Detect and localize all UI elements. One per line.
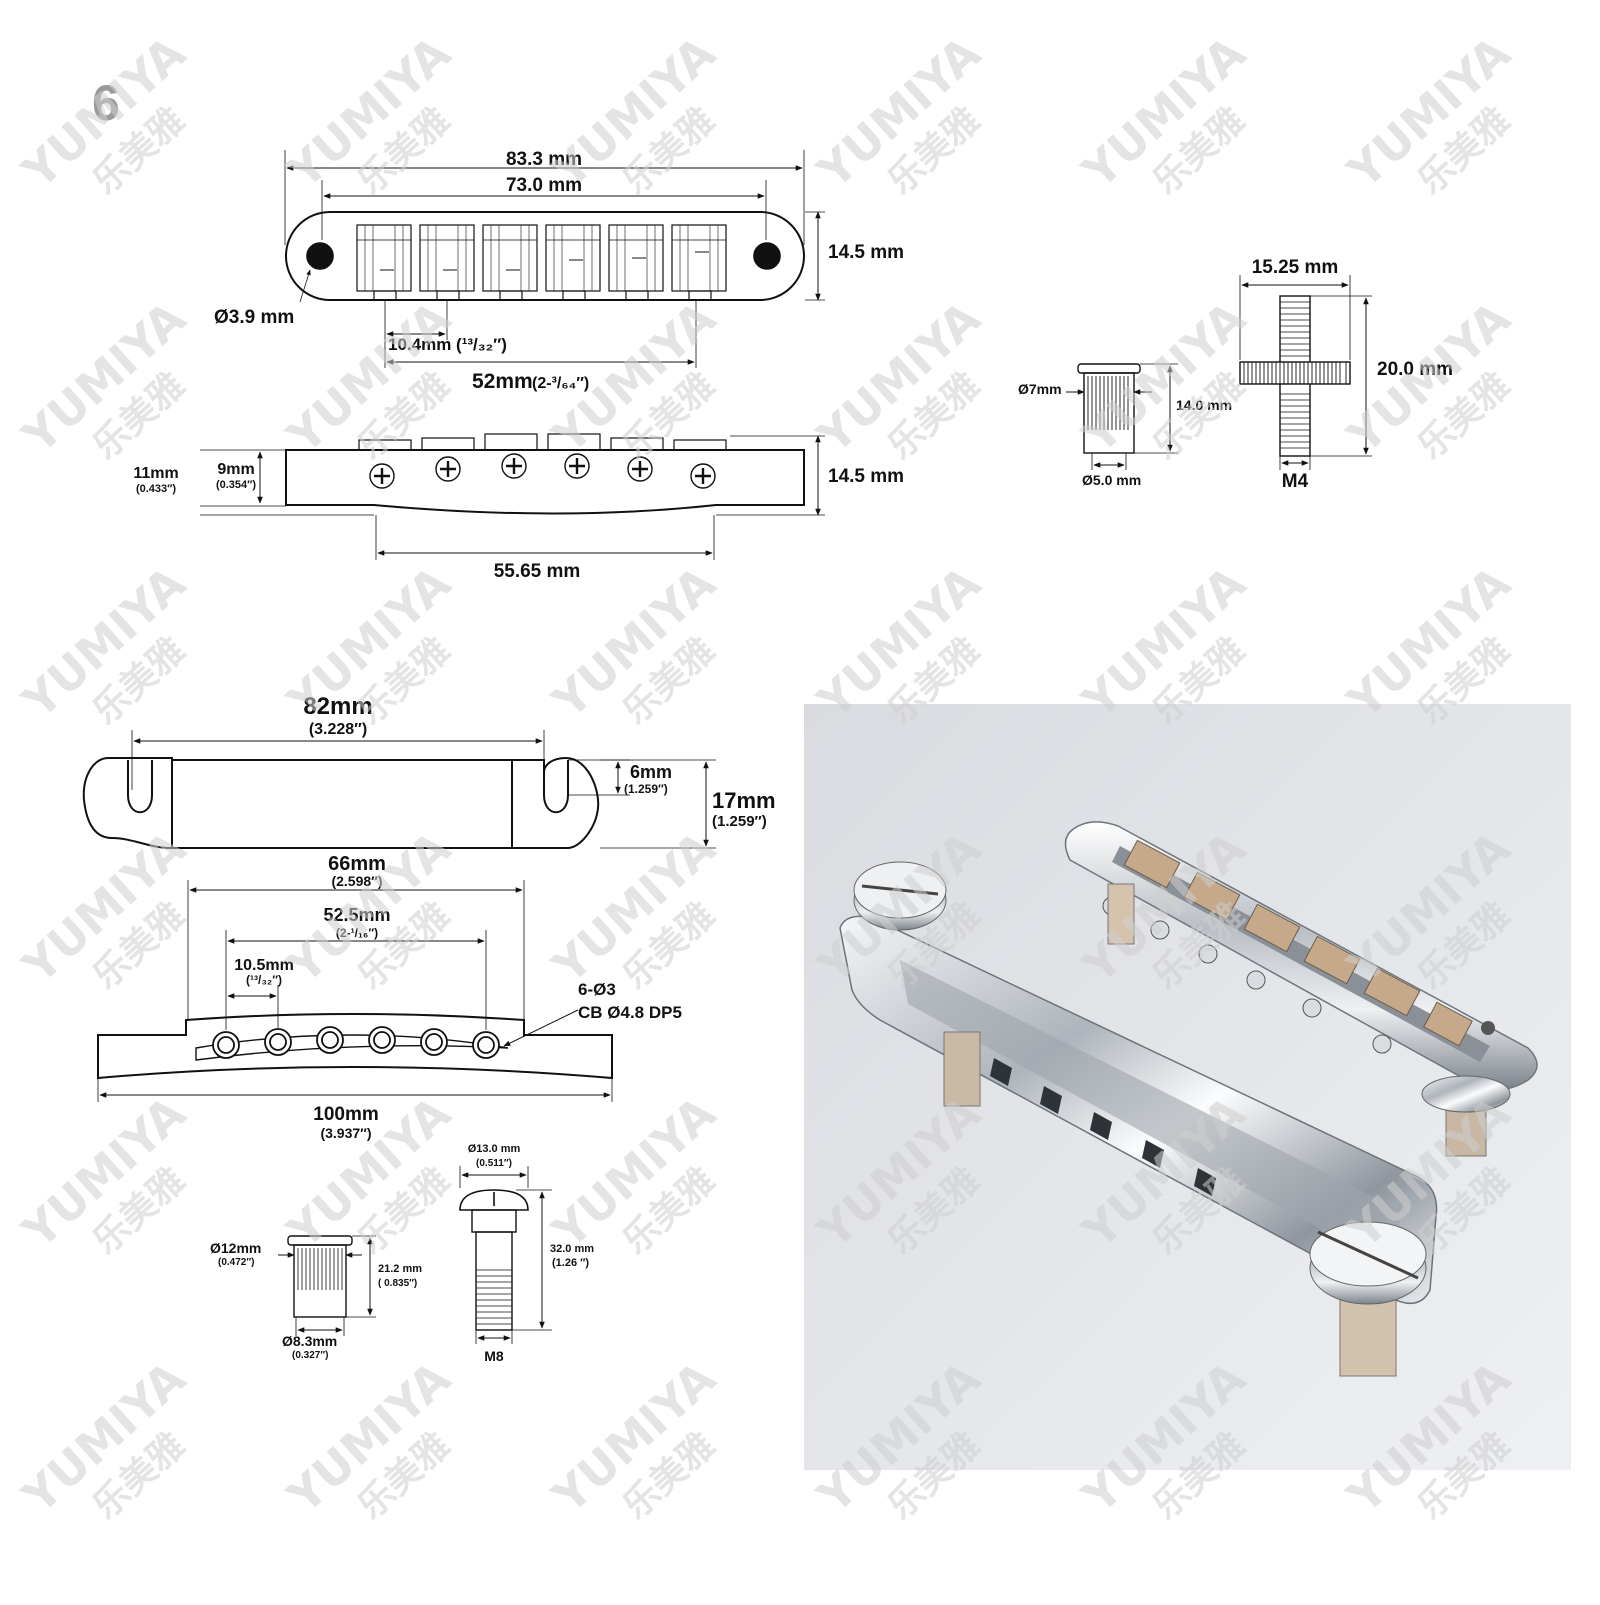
label-span1-in: (2.598″) [331,873,382,889]
label-tail-overall-mm: 100mm [313,1104,379,1125]
label-tbush-inner-in: (0.327″) [292,1350,328,1361]
label-side-inner-in: (0.354″) [216,479,256,491]
label-spacing-mm: 10.5mm [234,957,294,974]
post-hole-left [306,242,334,270]
tailpiece-bushing-drawing [278,1235,376,1336]
label-side-height-in: (0.433″) [136,483,176,495]
bridge-side-view [200,433,825,560]
label-slot-in: (1.259″) [624,782,668,796]
bridge-side-body [285,449,805,515]
photo-tailpiece [839,861,1438,1377]
label-tail-height-mm: 17mm [712,788,776,813]
tailpiece-side-view [97,880,613,1102]
label-bushing-height: 14.0 mm [1176,397,1232,413]
bridge-post-drawing [1239,275,1372,470]
label-bottom-span: 55.65 mm [494,561,581,582]
label-stud-head-in: (0.511″) [476,1158,512,1169]
badge-number: 6 [92,75,120,131]
label-post-width: 15.25 mm [1252,257,1339,278]
label-bushing-outer: Ø7mm [1018,381,1062,397]
tailpiece-outline [82,756,600,849]
label-post-thread: M4 [1282,471,1309,492]
label-tail-length-in: (3.228″) [309,721,367,738]
label-span1-mm: 66mm [328,853,386,875]
tailpiece-string-holes [212,1026,500,1059]
label-stud-length-in: (1.26 ″) [552,1257,589,1269]
post-hole-right [753,242,781,270]
bridge-body [285,211,805,301]
label-holes-line2: CB Ø4.8 DP5 [578,1003,682,1022]
label-span2-in: (2-¹/₁₆″) [336,926,378,940]
tailpiece-stud-drawing [459,1166,552,1344]
label-bushing-inner: Ø5.0 mm [1082,472,1141,488]
label-spacing-in: (¹³/₃₂″) [246,973,282,987]
label-tbush-outer-in: (0.472″) [218,1257,254,1268]
saddle-tops [358,433,727,451]
label-tail-height-in: (1.259″) [712,813,767,830]
bridge-top-view [284,150,825,368]
label-tbush-inner-mm: Ø8.3mm [282,1333,337,1349]
saddles [356,224,727,292]
label-bridge-length: 83.3 mm [506,149,582,170]
label-stud-length-mm: 32.0 mm [550,1243,594,1255]
label-slot-mm: 6mm [630,762,672,782]
label-tbush-outer-mm: Ø12mm [210,1240,261,1256]
label-stud-head-mm: Ø13.0 mm [468,1143,521,1155]
saddle-screw-heads [369,453,716,489]
label-string-spacing: 10.4mm (¹³/₃₂″) [388,335,507,354]
label-bridge-post-spacing: 73.0 mm [506,175,582,196]
label-holes-line1: 6-Ø3 [578,980,616,999]
label-post-height: 20.0 mm [1377,359,1453,380]
label-tail-length-mm: 82mm [303,693,372,720]
tailpiece-side-body [97,1013,613,1080]
label-tbush-height-mm: 21.2 mm [378,1263,422,1275]
label-stud-thread: M8 [484,1348,504,1364]
label-hole-diameter: Ø3.9 mm [214,307,294,328]
label-bridge-height: 14.5 mm [828,242,904,263]
label-string-span-main: 52mm [472,370,533,393]
product-photo [804,704,1571,1470]
label-tbush-height-in: ( 0.835″) [378,1278,417,1289]
label-side-inner-mm: 9mm [217,461,254,478]
label-span2-mm: 52.5mm [323,905,390,925]
label-string-span-frac: (2-³/₆₄″) [532,375,589,392]
tailpiece-top-view [82,730,716,849]
label-side-height: 14.5 mm [828,466,904,487]
bridge-bushing-drawing [1066,363,1178,470]
photo-bridge [1064,821,1538,1157]
label-tail-overall-in: (3.937″) [320,1125,371,1141]
label-side-height-mm: 11mm [133,465,178,482]
